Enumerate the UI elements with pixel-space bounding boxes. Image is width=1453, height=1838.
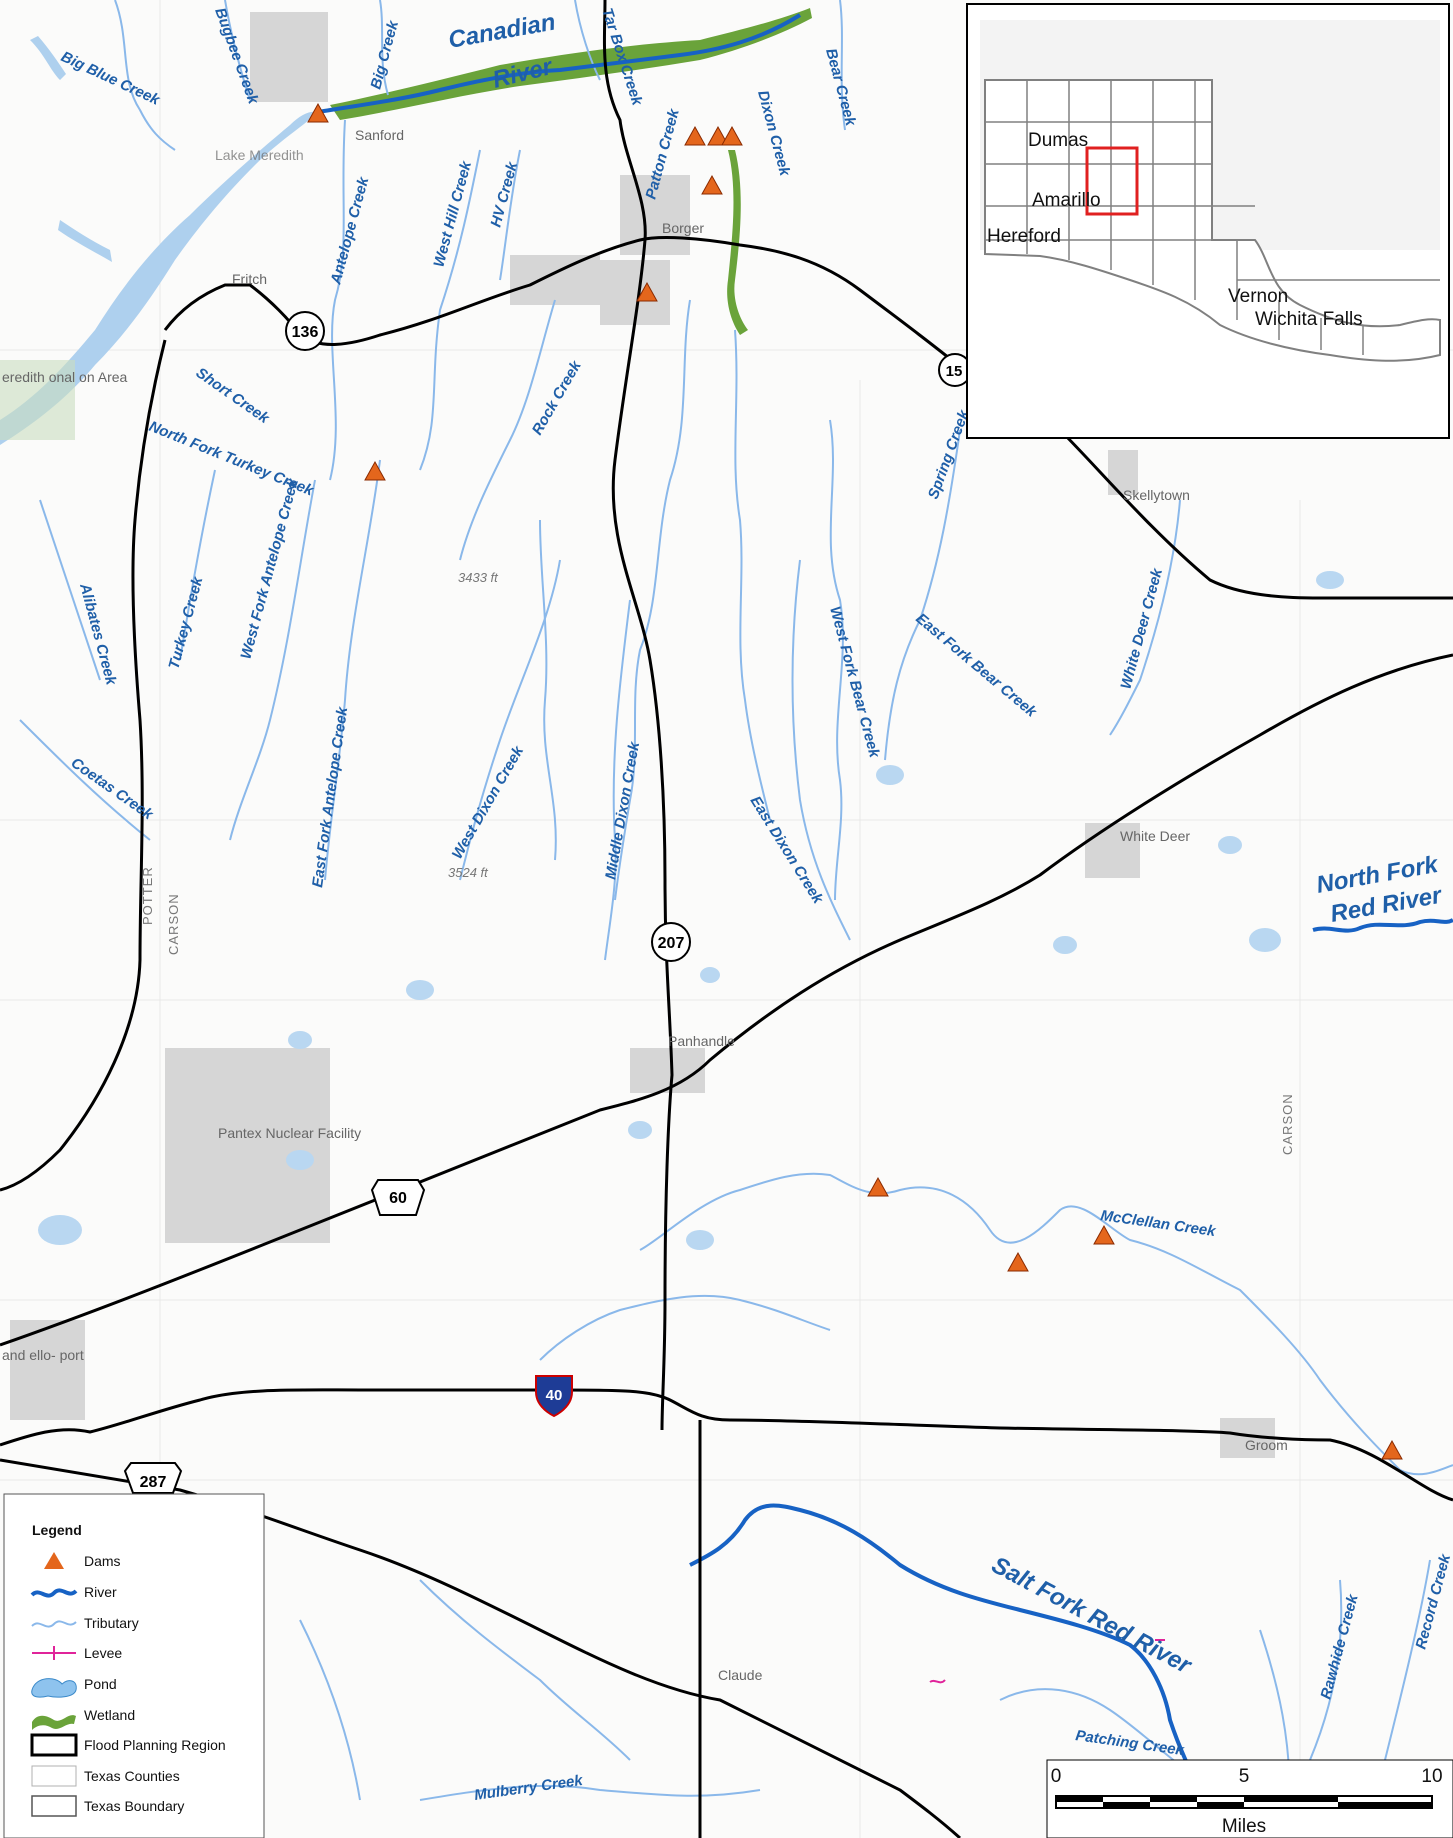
- route-shield-15: 15: [938, 353, 972, 387]
- inset-locator-map: Dumas Amarillo Hereford Vernon Wichita F…: [966, 3, 1450, 439]
- svg-text:10: 10: [1421, 1766, 1442, 1787]
- svg-text:White Deer: White Deer: [1120, 828, 1190, 844]
- svg-text:River: River: [84, 1584, 117, 1600]
- region-box-icon: [30, 1733, 78, 1757]
- svg-text:Levee: Levee: [84, 1645, 122, 1661]
- svg-text:Pantex Nuclear Facility: Pantex Nuclear Facility: [218, 1125, 361, 1141]
- lake-meredith: [0, 111, 318, 445]
- svg-text:Fritch: Fritch: [232, 271, 267, 287]
- route-shield-207: 207: [651, 922, 691, 962]
- svg-text:Lake Meredith: Lake Meredith: [215, 147, 304, 163]
- dam-marker: [684, 125, 706, 146]
- svg-text:Pond: Pond: [84, 1676, 117, 1692]
- svg-text:Vernon: Vernon: [1228, 286, 1288, 307]
- route-shield-136: 136: [285, 311, 325, 351]
- svg-text:136: 136: [292, 324, 319, 341]
- county-label-carson: CARSON: [166, 893, 181, 955]
- levee-icon: [32, 1646, 76, 1660]
- pond-icon: [31, 1678, 77, 1698]
- svg-text:Wichita Falls: Wichita Falls: [1255, 309, 1363, 330]
- svg-text:Skellytown: Skellytown: [1123, 487, 1190, 503]
- tributary-icon: [31, 1620, 77, 1628]
- svg-text:Borger: Borger: [662, 220, 704, 236]
- dam-marker: [721, 125, 743, 146]
- svg-text:Wetland: Wetland: [84, 1707, 135, 1723]
- wetlands: [330, 8, 812, 335]
- county-box-icon: [31, 1765, 77, 1787]
- svg-text:5: 5: [1239, 1766, 1250, 1787]
- svg-text:Groom: Groom: [1245, 1437, 1288, 1453]
- svg-text:Dams: Dams: [84, 1553, 121, 1569]
- salt-fork-red-river: [689, 1503, 1207, 1838]
- legend-title: Legend: [32, 1522, 82, 1538]
- svg-text:Flood Planning Region: Flood Planning Region: [84, 1737, 226, 1753]
- svg-text:Claude: Claude: [718, 1667, 763, 1683]
- county-label-potter: POTTER: [140, 866, 155, 925]
- rivers: [317, 13, 1453, 1838]
- svg-text:15: 15: [946, 363, 963, 380]
- dam-marker: [307, 102, 329, 123]
- svg-text:60: 60: [389, 1190, 407, 1207]
- county-label-carson-east: CARSON: [1280, 1093, 1295, 1155]
- svg-text:Texas Boundary: Texas Boundary: [84, 1798, 184, 1814]
- svg-text:40: 40: [546, 1387, 563, 1404]
- tributaries: [19, 0, 1453, 1801]
- dam-marker: [364, 460, 386, 481]
- svg-text:207: 207: [658, 935, 685, 952]
- canadian-river: [317, 13, 802, 114]
- svg-text:Panhandle: Panhandle: [668, 1033, 735, 1049]
- river-icon: [30, 1588, 78, 1598]
- route-shield-40: 40: [535, 1375, 573, 1418]
- elevation-label: 3433 ft: [458, 570, 499, 585]
- dam-marker: [867, 1176, 889, 1197]
- route-shield-60: 60: [370, 1179, 426, 1216]
- svg-text:Texas Counties: Texas Counties: [84, 1768, 180, 1784]
- svg-text:287: 287: [140, 1474, 167, 1491]
- dam-marker: [1381, 1439, 1403, 1460]
- svg-text:Hereford: Hereford: [987, 226, 1061, 247]
- levees: [929, 1639, 1165, 1684]
- town-labels: Sanford Lake Meredith Borger Fritch Skel…: [2, 127, 1288, 1683]
- svg-text:and ello- port: and ello- port: [2, 1347, 84, 1363]
- svg-text:eredith onal on Area: eredith onal on Area: [2, 369, 128, 385]
- wetland-icon: [32, 1715, 76, 1730]
- svg-text:Amarillo: Amarillo: [1032, 190, 1101, 211]
- svg-text:0: 0: [1051, 1766, 1062, 1787]
- svg-text:Tributary: Tributary: [84, 1615, 139, 1631]
- dam-marker: [707, 125, 729, 146]
- recreation-area: [0, 360, 75, 440]
- scale-bar: 0 5 10 Miles: [1046, 1759, 1453, 1838]
- boundary-box-icon: [31, 1795, 77, 1817]
- elevation-label: 3524 ft: [448, 865, 489, 880]
- legend: Legend Dams River Tributary Levee Pond W…: [3, 1493, 265, 1838]
- svg-text:Dumas: Dumas: [1028, 130, 1088, 151]
- dam-marker: [1093, 1224, 1115, 1245]
- route-shield-287: 287: [123, 1462, 183, 1494]
- dam-marker: [701, 174, 723, 195]
- ponds: [38, 571, 1344, 1250]
- triangle-icon: [44, 1552, 64, 1569]
- dam-marker: [1007, 1251, 1029, 1272]
- north-fork-red-river: [1312, 918, 1453, 933]
- svg-text:Sanford: Sanford: [355, 127, 404, 143]
- svg-text:Miles: Miles: [1222, 1816, 1266, 1837]
- dams: [307, 102, 1403, 1460]
- dam-marker: [636, 281, 658, 302]
